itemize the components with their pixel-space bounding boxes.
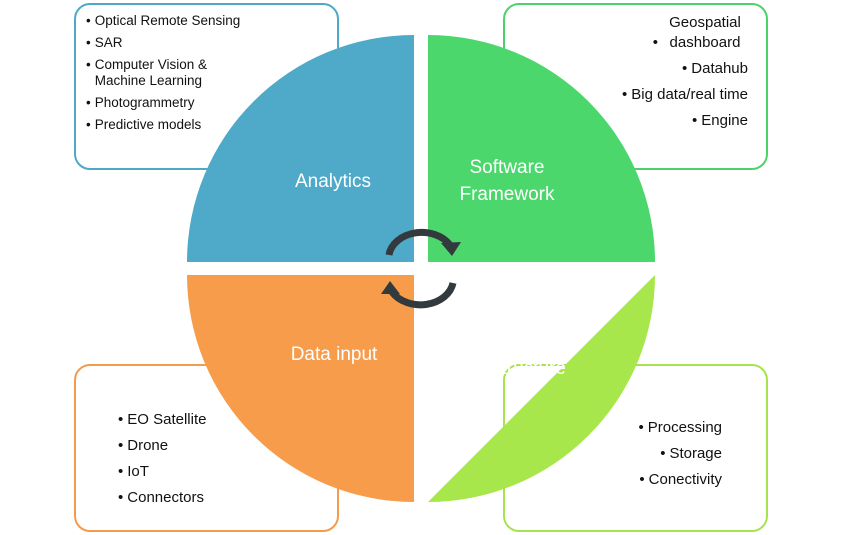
cycle-arrows-icon [381,228,461,309]
hardware-infrastructure-label: Hardware Infrastructure [454,331,566,379]
cycle-arrow-bottom-head-icon [381,281,400,294]
analytics-quadrant [187,35,414,262]
hardware-quadrant [428,275,655,502]
data-input-list: •EO Satellite •Drone •IoT •Connectors [118,410,206,514]
cycle-arrow-top-head-icon [441,242,461,256]
analytics-list: •Optical Remote Sensing •SAR •Computer V… [86,13,256,139]
list-item: •SAR [86,35,123,50]
list-item: •IoT [118,463,149,480]
list-item: •Optical Remote Sensing [86,13,241,28]
list-item: •EO Satellite [118,411,207,428]
list-item: •Drone [118,437,169,454]
list-item: •Storage [660,445,722,462]
software-quadrant [428,35,655,262]
software-list: •Geospatial dashboard •Datahub •Big data… [578,13,748,137]
cycle-arrow-top-icon [385,228,453,256]
list-item: •Predictive models [86,117,202,132]
list-item: •Engine [692,112,748,129]
data-input-quadrant [187,275,414,502]
list-item: •Conectivity [639,471,722,488]
data-input-label: Data input [290,344,378,365]
list-item: •Datahub [682,60,748,77]
list-item: •Geospatial dashboard [652,14,741,51]
list-item: •Processing [638,419,722,436]
cycle-arrow-bottom-icon [389,282,457,309]
list-item: •Connectors [118,489,204,506]
list-item: •Computer Vision & Machine Learning [86,57,208,88]
list-item: •Big data/real time [622,86,748,103]
analytics-label: Analytics [294,171,372,192]
software-framework-label: Software Framework [459,157,555,205]
list-item: •Photogrammetry [86,95,195,110]
hardware-list: •Processing •Storage •Conectivity [639,418,722,496]
